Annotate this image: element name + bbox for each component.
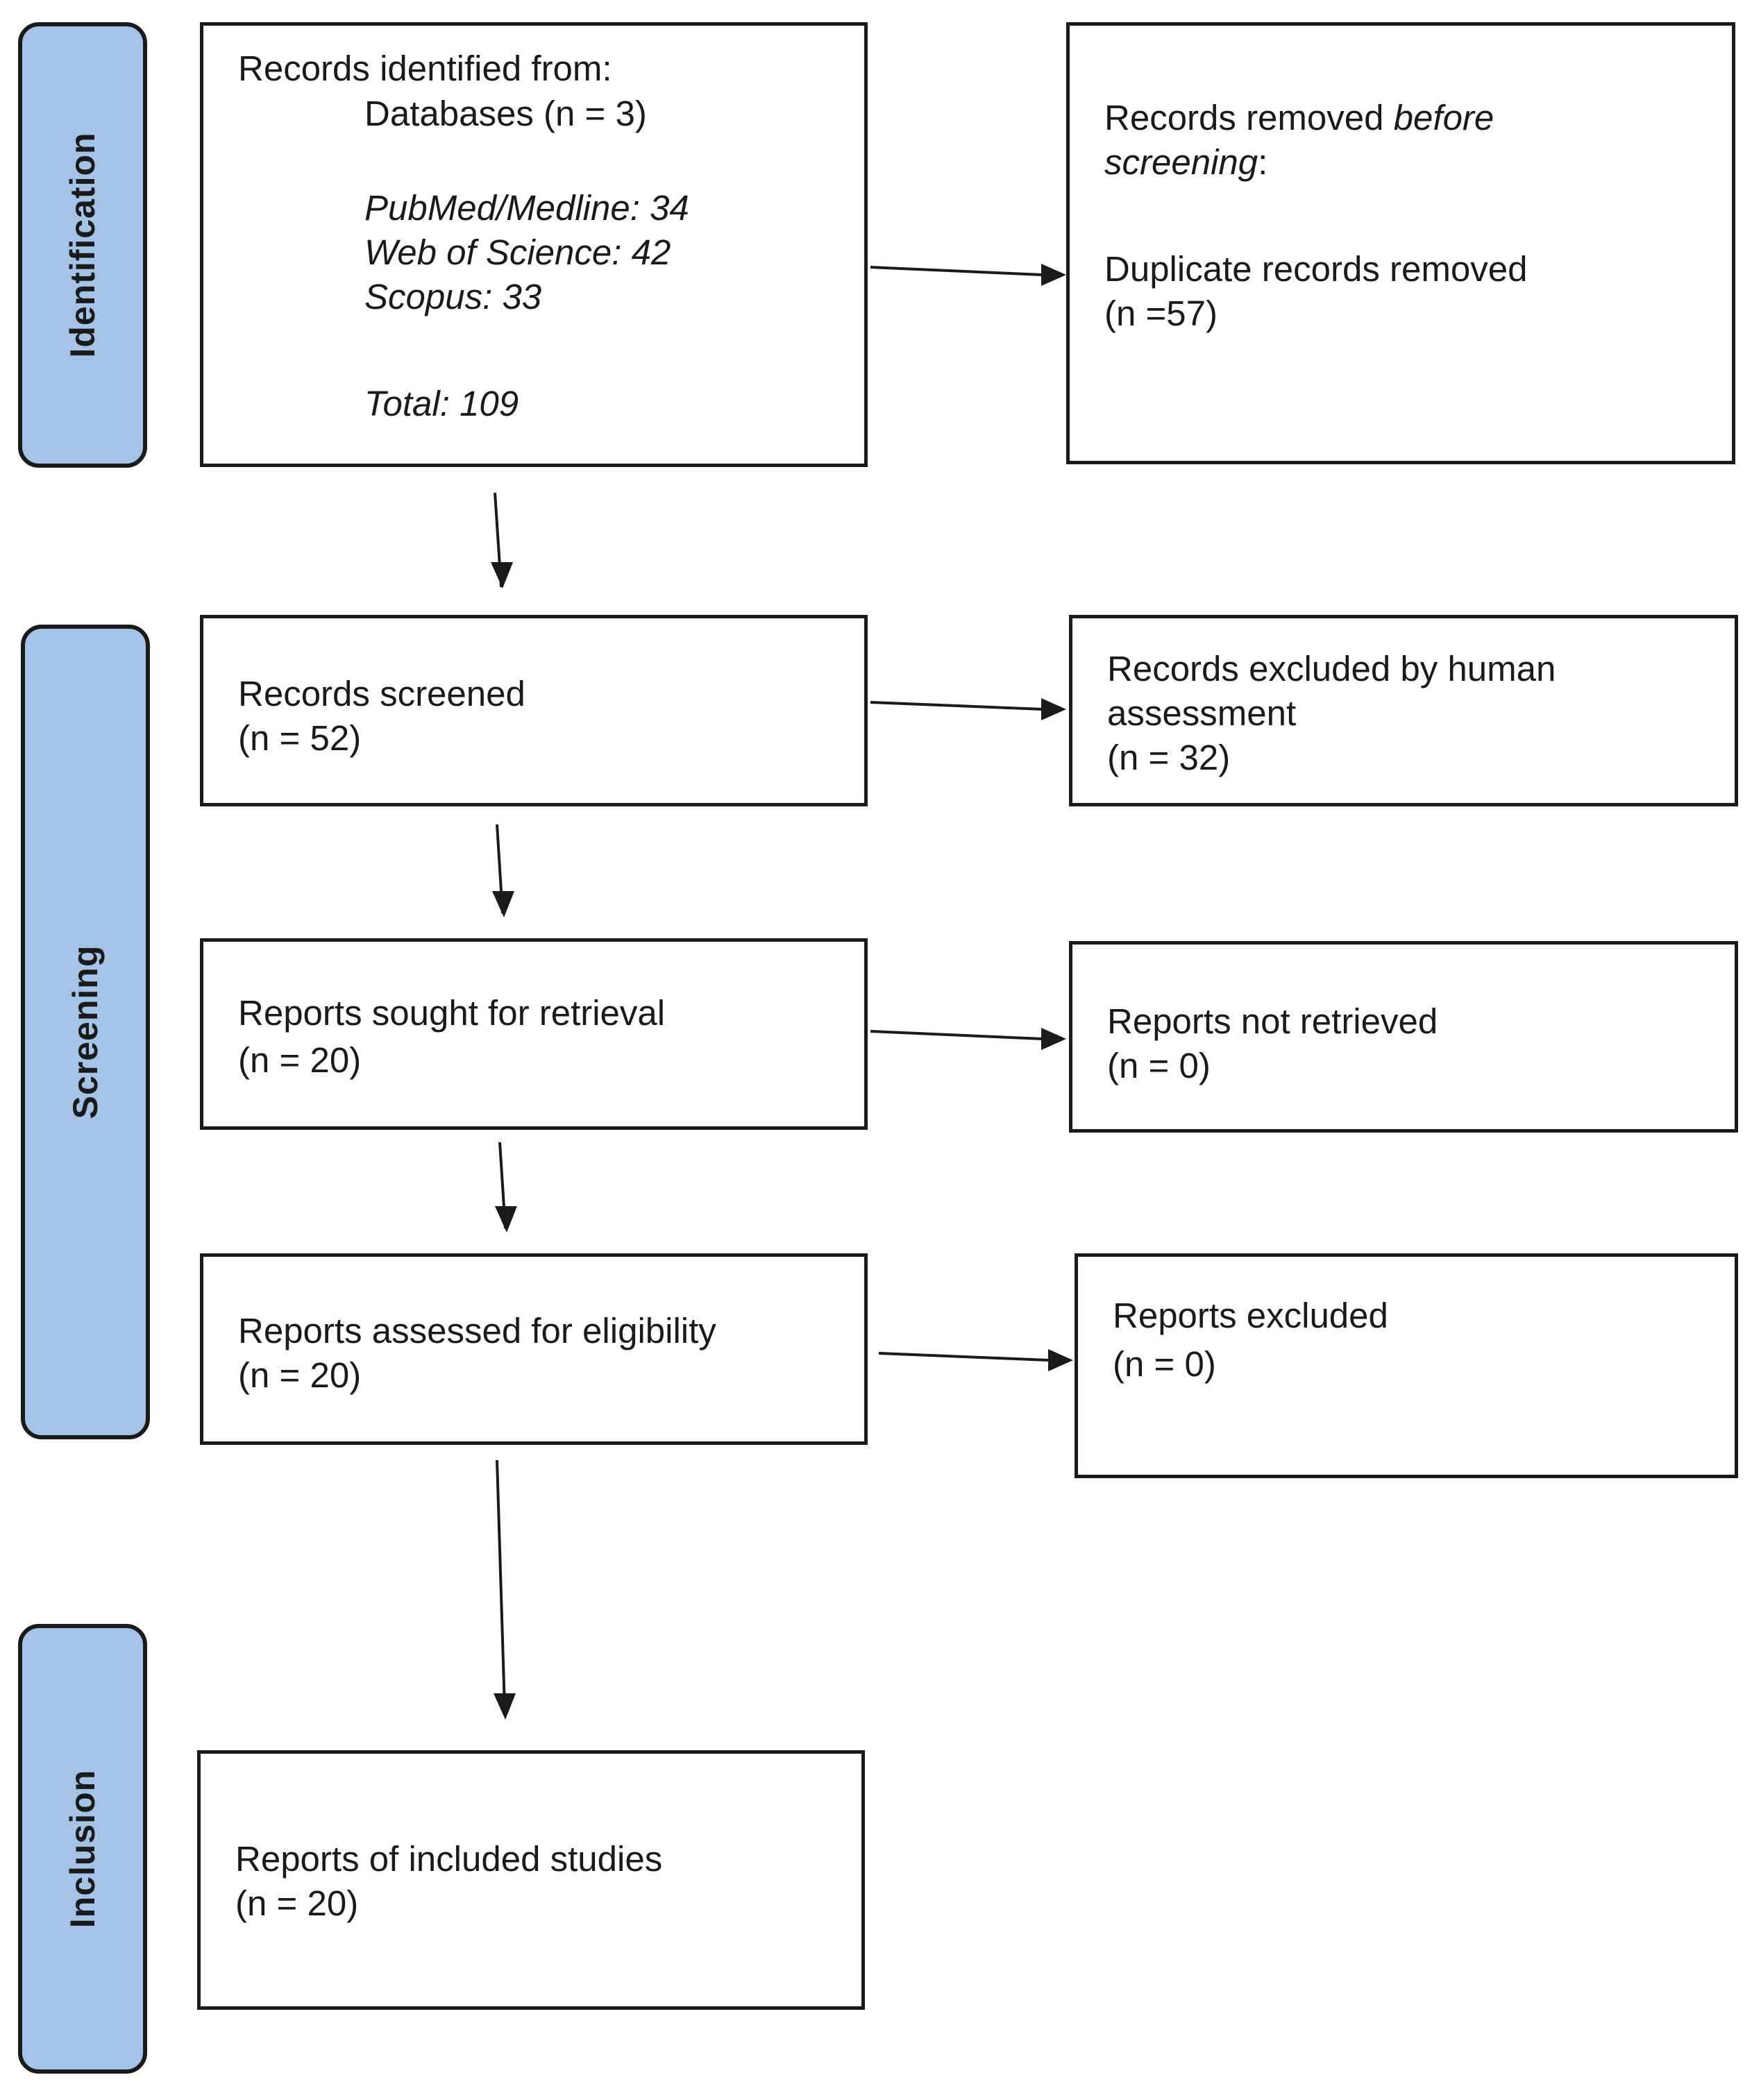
records-removed-title-line1: Records removed before [1104, 98, 1494, 137]
reports-assessed-label: Reports assessed for eligibility [238, 1311, 716, 1350]
included-studies-box: Reports of included studies (n = 20) [197, 1750, 865, 2010]
web-of-science-count: Web of Science: 42 [364, 232, 671, 272]
arrowhead-screened-to-sought [492, 891, 514, 917]
arrowhead-assessed-to-included [494, 1693, 516, 1720]
databases-count: Databases (n = 3) [364, 94, 647, 133]
arrow-screened-to-excluded [870, 701, 1043, 711]
reports-excluded-box: Reports excluded (n = 0) [1075, 1253, 1738, 1478]
duplicate-records-label: Duplicate records removed [1104, 249, 1528, 289]
arrow-sought-to-not-retrieved [870, 1030, 1043, 1040]
reports-not-retrieved-label: Reports not retrieved [1107, 1001, 1438, 1041]
reports-assessed-box: Reports assessed for eligibility (n = 20… [200, 1253, 868, 1445]
records-excluded-label-line1: Records excluded by human [1107, 649, 1556, 688]
included-studies-label: Reports of included studies [235, 1839, 663, 1879]
arrowhead-sought-to-not-retrieved [1041, 1028, 1066, 1050]
reports-sought-box: Reports sought for retrieval (n = 20) [200, 938, 868, 1130]
phase-screening: Screening [21, 625, 150, 1439]
reports-sought-count: (n = 20) [238, 1040, 362, 1080]
duplicate-records-count: (n =57) [1104, 294, 1218, 333]
reports-excluded-count: (n = 0) [1113, 1344, 1216, 1384]
records-excluded-count: (n = 32) [1107, 738, 1231, 777]
reports-not-retrieved-count: (n = 0) [1107, 1046, 1211, 1085]
arrow-assessed-to-reports-excluded [878, 1352, 1050, 1362]
phase-identification: Identification [18, 22, 147, 468]
records-excluded-human-box: Records excluded by human assessment (n … [1069, 615, 1738, 806]
records-screened-count: (n = 52) [238, 718, 362, 758]
arrow-assessed-to-included [496, 1459, 506, 1708]
arrow-identified-to-removed [870, 266, 1043, 276]
reports-not-retrieved-box: Reports not retrieved (n = 0) [1069, 941, 1738, 1133]
records-removed-title-line2: screening: [1104, 142, 1268, 182]
reports-excluded-label: Reports excluded [1113, 1296, 1388, 1335]
reports-sought-label: Reports sought for retrieval [238, 993, 666, 1033]
records-excluded-label-line2: assessment [1107, 693, 1297, 733]
total-count: Total: 109 [364, 384, 519, 423]
scopus-count: Scopus: 33 [364, 277, 542, 316]
records-identified-box: Records identified from: Databases (n = … [200, 22, 868, 467]
reports-assessed-count: (n = 20) [238, 1355, 362, 1395]
records-screened-label: Records screened [238, 674, 525, 713]
arrowhead-identified-to-screened [491, 562, 513, 588]
arrowhead-identified-to-removed [1041, 264, 1066, 286]
records-screened-box: Records screened (n = 52) [200, 615, 868, 806]
records-identified-heading: Records identified from: [238, 49, 612, 88]
pubmed-count: PubMed/Medline: 34 [364, 188, 689, 228]
phase-inclusion: Inclusion [18, 1624, 147, 2074]
arrowhead-sought-to-assessed [495, 1206, 517, 1233]
records-removed-box: Records removed before screening: Duplic… [1066, 22, 1735, 464]
included-studies-count: (n = 20) [235, 1883, 359, 1923]
arrowhead-assessed-to-reports-excluded [1048, 1349, 1073, 1371]
arrowhead-screened-to-excluded [1041, 698, 1066, 720]
